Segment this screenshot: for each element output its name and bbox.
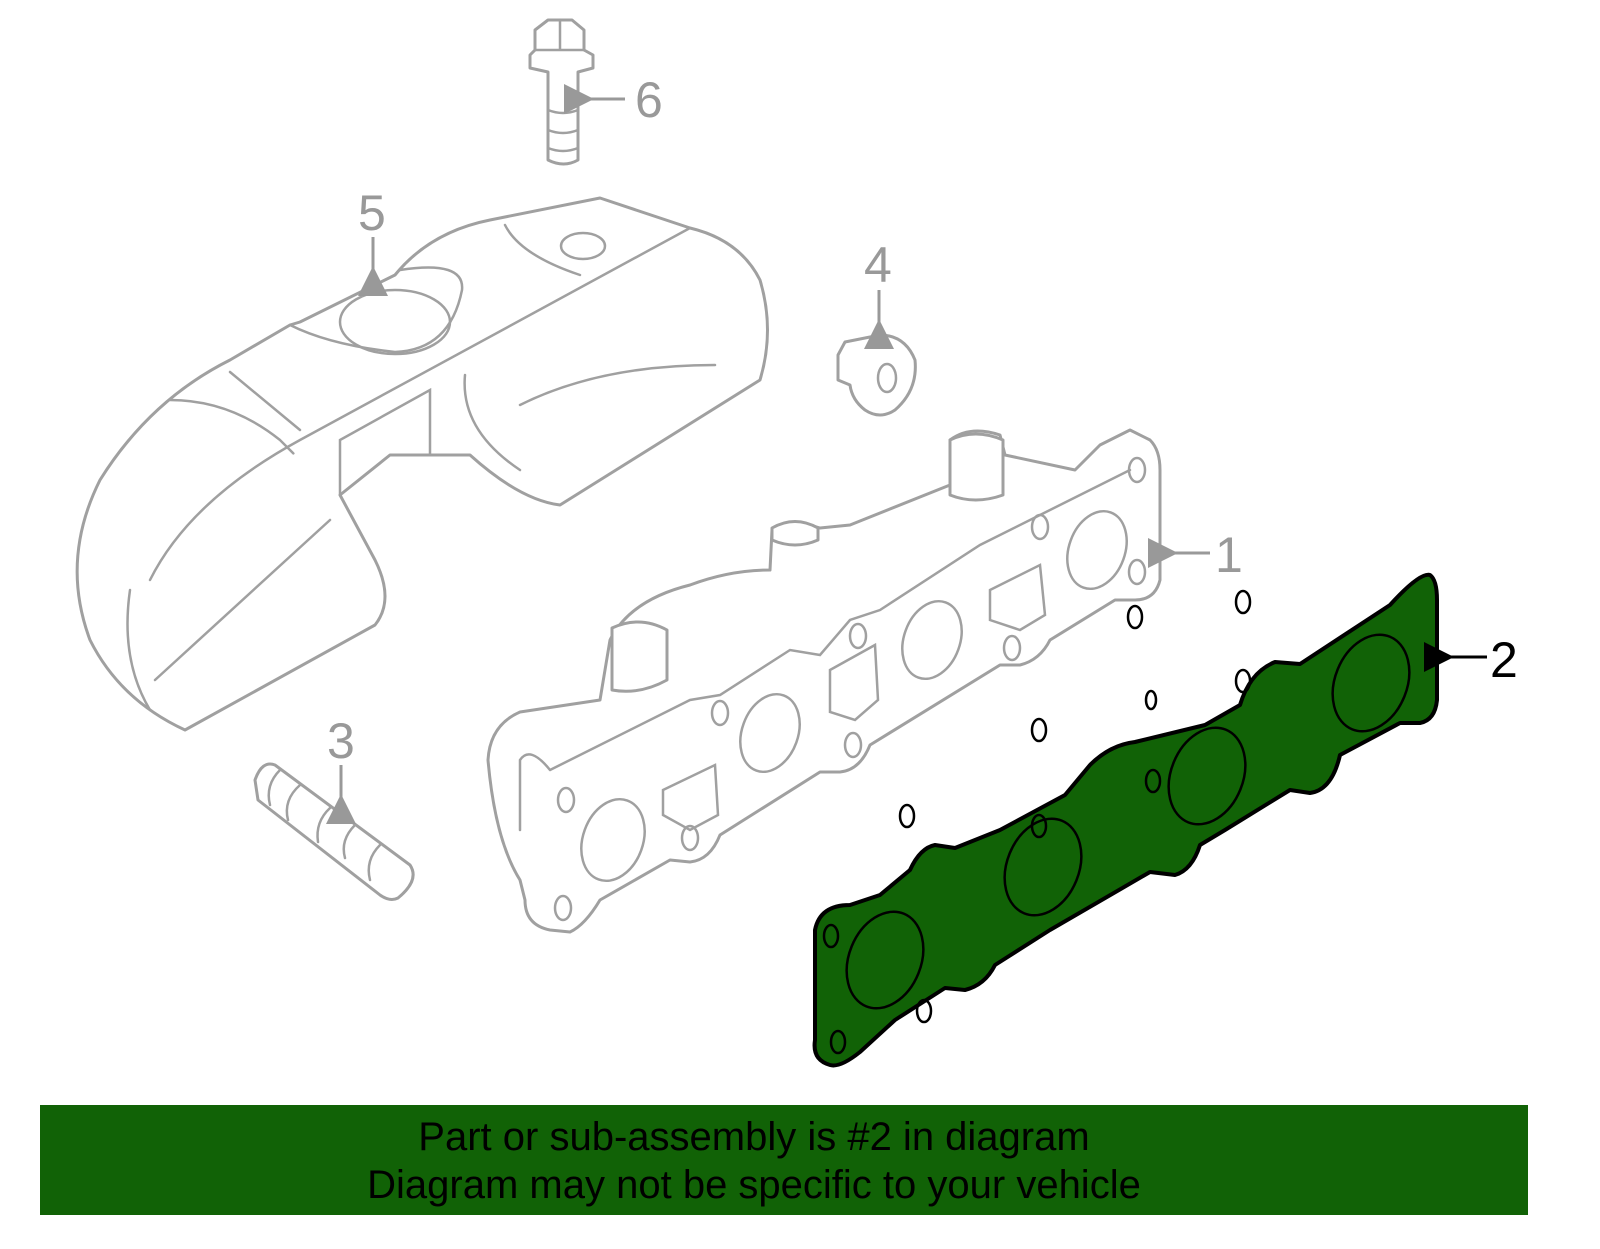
svg-text:3: 3 bbox=[327, 713, 355, 769]
part-5-heat-shield[interactable] bbox=[75, 196, 769, 732]
part-3-stud[interactable] bbox=[253, 762, 415, 901]
callout-4: 4 bbox=[864, 237, 894, 349]
svg-text:1: 1 bbox=[1215, 527, 1243, 583]
banner-line-1: Part or sub-assembly is #2 in diagram bbox=[418, 1115, 1090, 1159]
callout-1: 1 bbox=[1148, 527, 1243, 583]
callout-6: 6 bbox=[564, 72, 663, 128]
callout-5: 5 bbox=[358, 185, 388, 296]
svg-text:6: 6 bbox=[635, 72, 663, 128]
banner-line-2: Diagram may not be specific to your vehi… bbox=[367, 1163, 1141, 1207]
callout-3: 3 bbox=[326, 713, 356, 824]
part-4-nut[interactable] bbox=[836, 333, 917, 417]
part-6-bolt[interactable] bbox=[528, 18, 595, 166]
svg-text:5: 5 bbox=[358, 185, 386, 241]
part-2-exhaust-manifold-gasket[interactable] bbox=[812, 572, 1439, 1068]
svg-text:4: 4 bbox=[864, 237, 892, 293]
callout-2: 2 bbox=[1424, 632, 1518, 688]
part-1-exhaust-manifold[interactable] bbox=[486, 428, 1162, 934]
info-banner: Part or sub-assembly is #2 in diagram Di… bbox=[40, 1105, 1528, 1215]
svg-text:2: 2 bbox=[1490, 632, 1518, 688]
